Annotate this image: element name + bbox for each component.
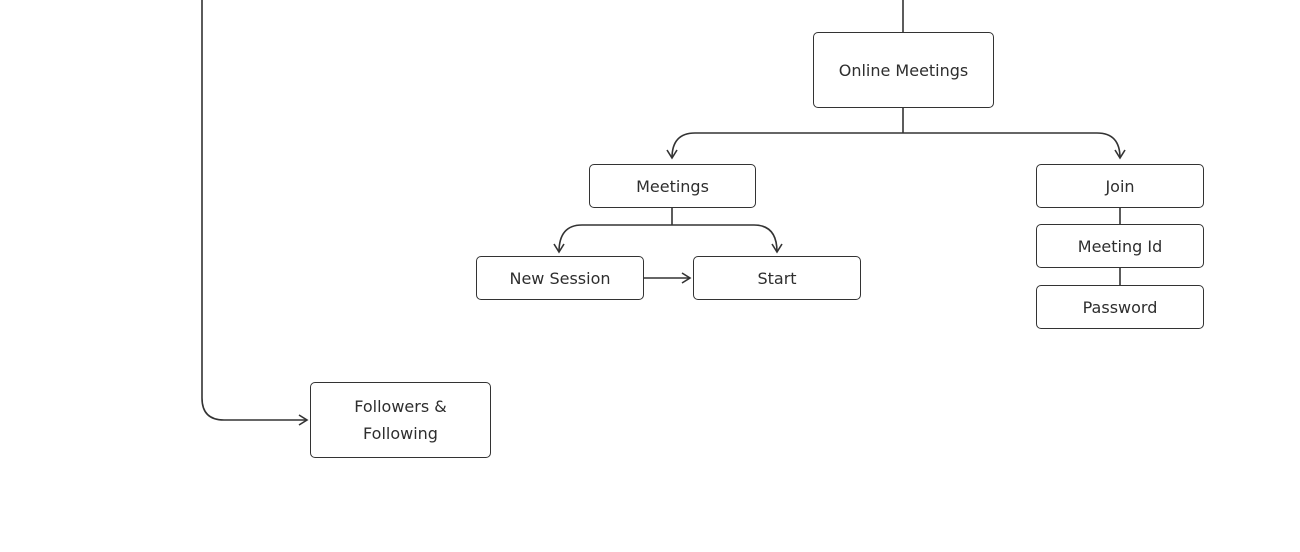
node-online-meetings: Online Meetings [813,32,994,108]
node-password-label: Password [1082,297,1158,317]
node-new-session: New Session [476,256,644,300]
connector-to-followers [201,0,309,426]
node-meeting-id: Meeting Id [1036,224,1204,268]
node-followers-line2: Following [363,424,438,443]
node-join-label: Join [1105,176,1135,196]
node-followers-line1: Followers & [354,397,447,416]
connector-to-join [903,132,1126,160]
node-password: Password [1036,285,1204,329]
node-start-label: Start [757,268,797,288]
node-meeting-id-label: Meeting Id [1077,236,1163,256]
node-new-session-label: New Session [509,268,611,288]
node-online-meetings-label: Online Meetings [838,60,969,80]
node-meetings: Meetings [589,164,756,208]
node-start: Start [693,256,861,300]
connector-to-meetings [666,132,903,160]
node-join: Join [1036,164,1204,208]
node-followers-following: Followers & Following [310,382,491,458]
connector-to-start [672,224,783,254]
connector-to-new-session [553,224,672,254]
node-meetings-label: Meetings [636,176,709,196]
